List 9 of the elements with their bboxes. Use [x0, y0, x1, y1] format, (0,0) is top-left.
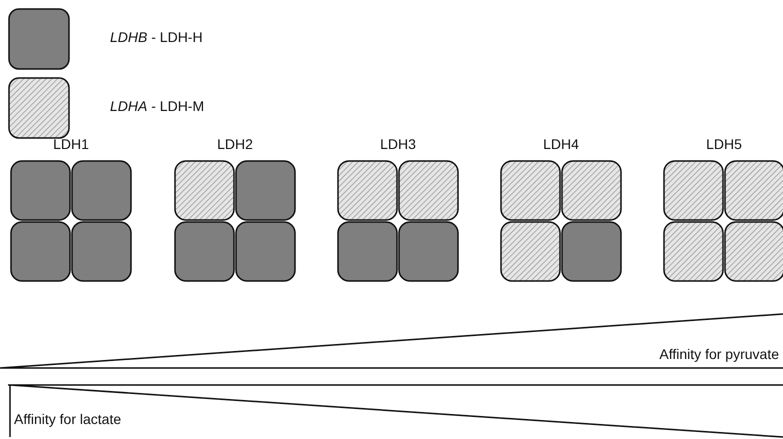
gradient-label: Affinity for pyruvate	[659, 346, 779, 362]
isoenzyme-label: LDH3	[379, 136, 417, 152]
isoenzyme-label: LDH5	[705, 136, 743, 152]
isoenzyme-label: LDH1	[52, 136, 90, 152]
legend-text: LDHA - LDH-M	[110, 98, 204, 114]
gradient-label: Affinity for lactate	[14, 411, 122, 427]
legend-text: LDHB - LDH-H	[110, 29, 203, 45]
isoenzyme-label: LDH4	[542, 136, 580, 152]
isoenzyme-label: LDH2	[216, 136, 254, 152]
